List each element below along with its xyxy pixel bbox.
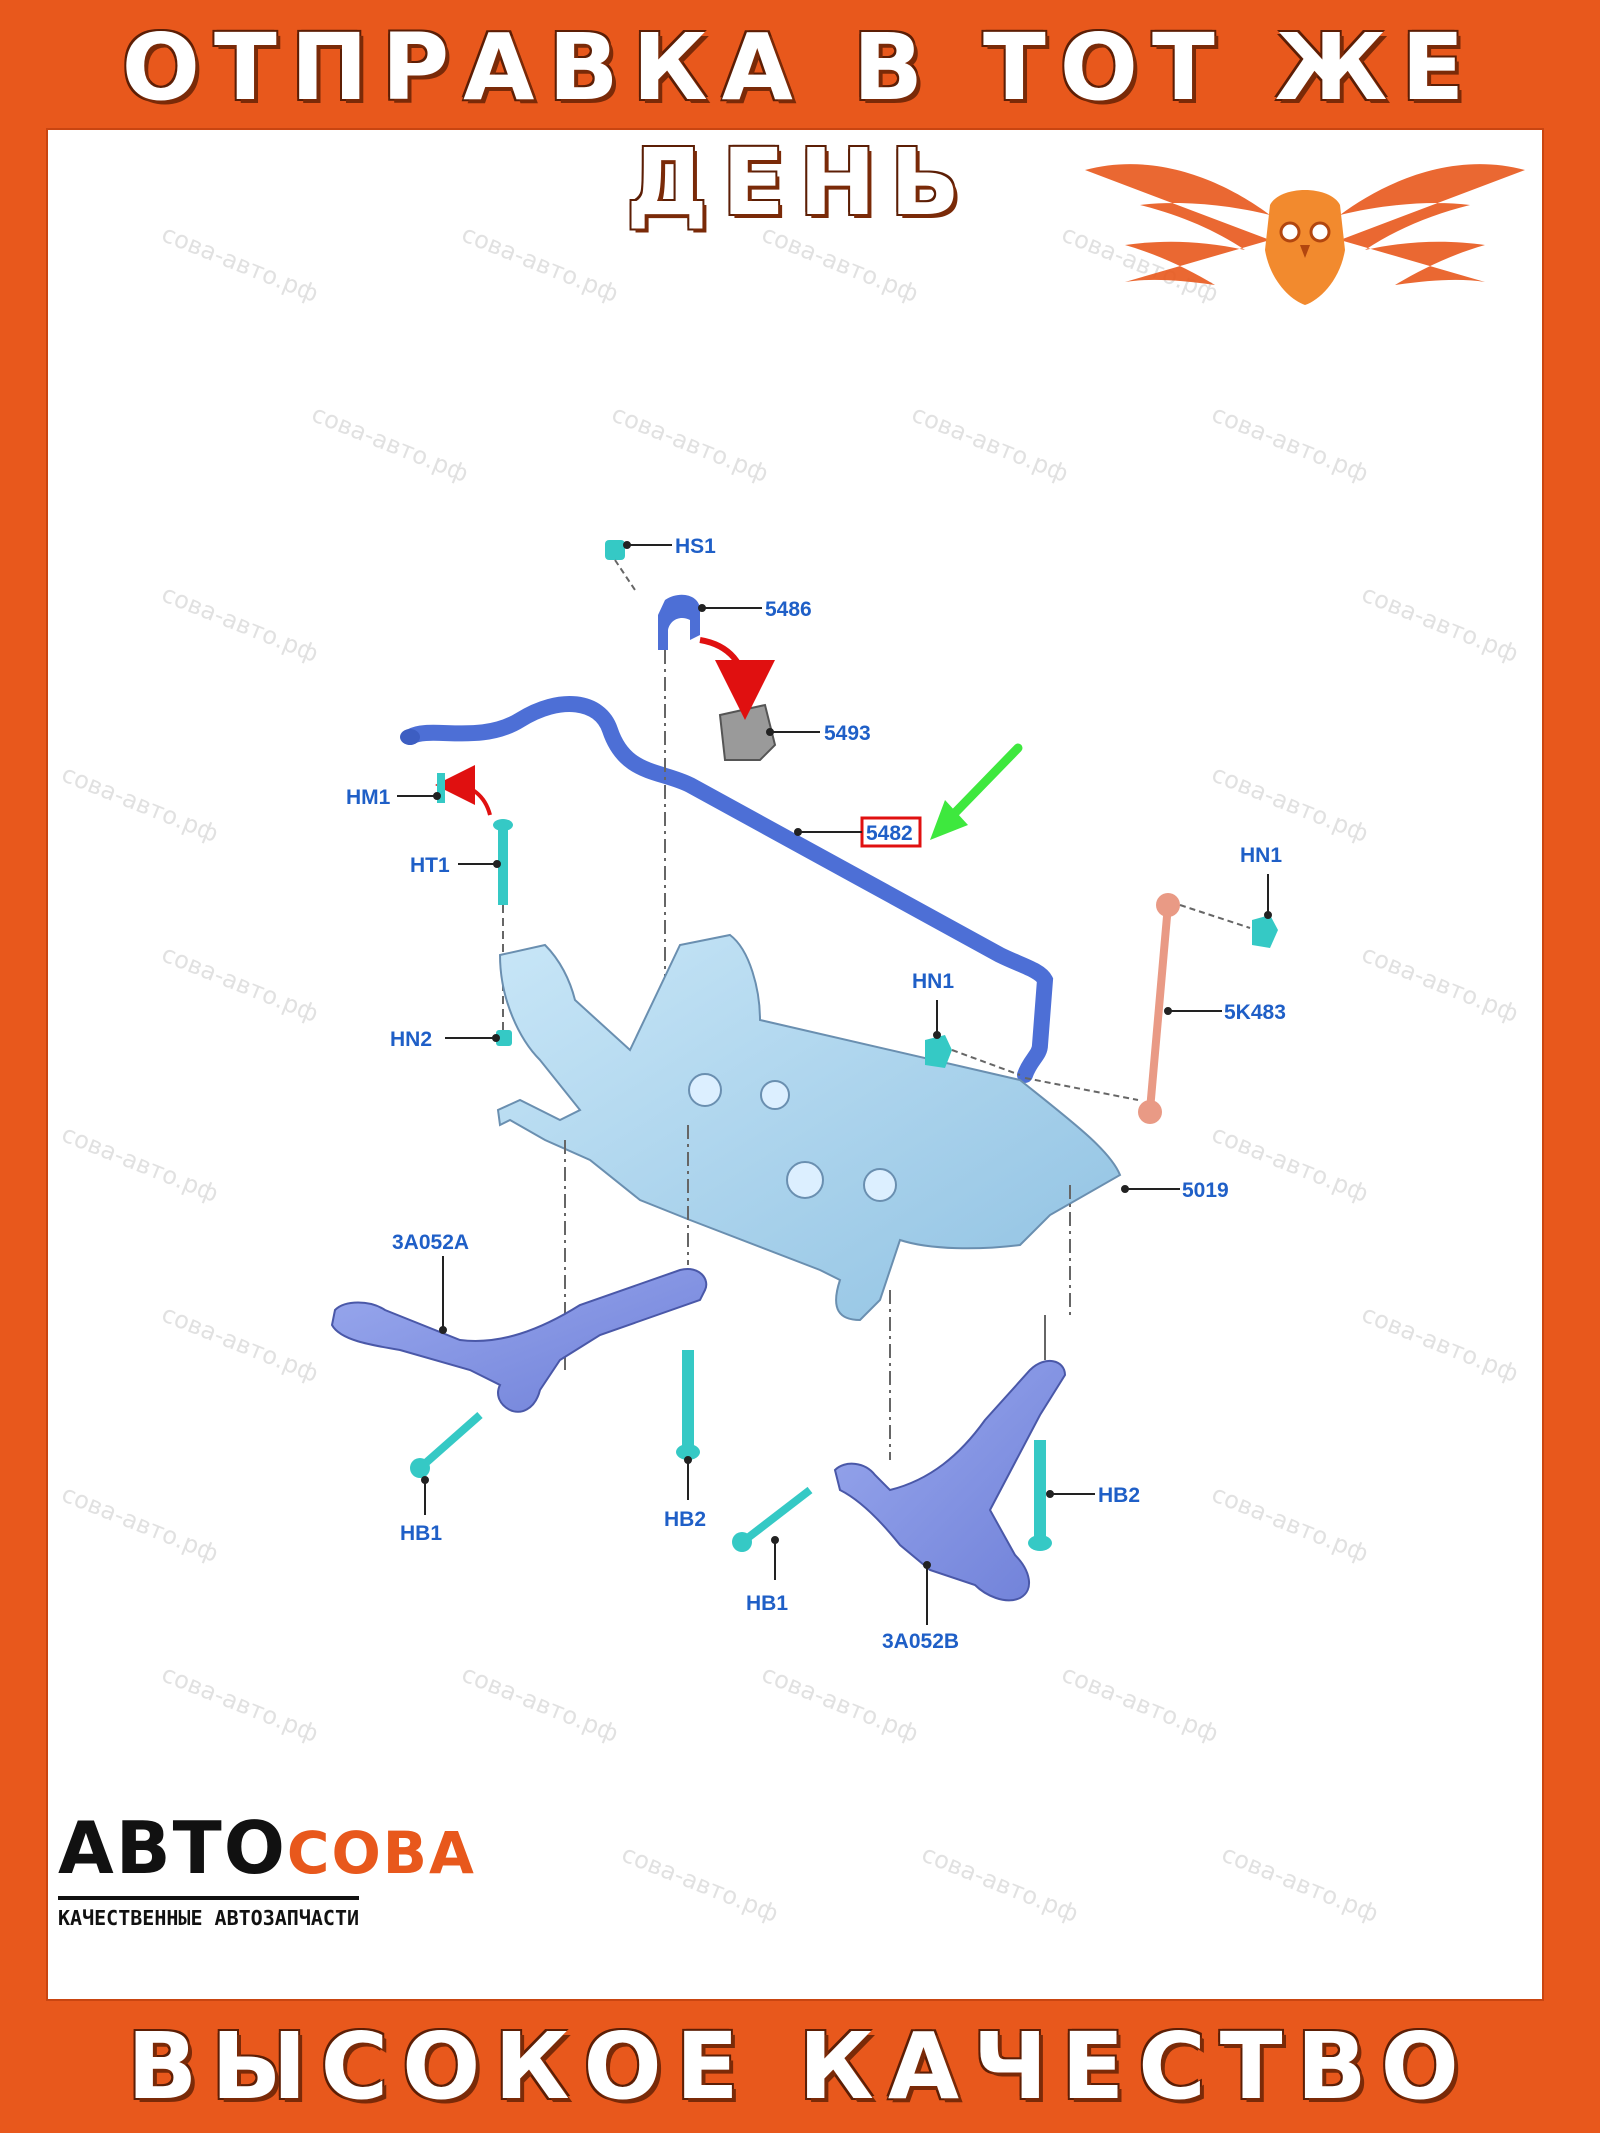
watermark: сова-авто.рф — [58, 1480, 223, 1568]
brand-logo: АВТОСОВА КАЧЕСТВЕННЫЕ АВТОЗАПЧАСТИ — [58, 1808, 474, 1978]
nut-hn1-mid — [925, 1035, 952, 1068]
lower-arm-3a052b — [833, 1360, 1067, 1602]
label-hb2-left: HB2 — [664, 1508, 706, 1531]
watermark: сова-авто.рф — [58, 1120, 223, 1208]
watermark: сова-авто.рф — [1358, 580, 1523, 668]
watermark: сова-авто.рф — [758, 1660, 923, 1748]
label-hb2-right: HB2 — [1098, 1484, 1140, 1507]
watermark: сова-авто.рф — [608, 400, 773, 488]
watermark: сова-авто.рф — [908, 400, 1073, 488]
watermark: сова-авто.рф — [918, 1840, 1083, 1928]
label-3a052b: 3A052B — [882, 1630, 959, 1653]
label-hn1-mid: HN1 — [912, 970, 954, 993]
watermark: сова-авто.рф — [1218, 1840, 1383, 1928]
label-3a052a: 3A052A — [392, 1231, 469, 1254]
watermark: сова-авто.рф — [1058, 1660, 1223, 1748]
bracket-5486 — [658, 594, 700, 650]
watermark: сова-авто.рф — [618, 1840, 783, 1928]
watermark: сова-авто.рф — [758, 220, 923, 308]
label-5019: 5019 — [1182, 1179, 1229, 1202]
watermark: сова-авто.рф — [158, 940, 323, 1028]
stabilizer-link-5k483 — [1146, 904, 1172, 1111]
watermark: сова-авто.рф — [1058, 220, 1223, 308]
bolt-hb2-right — [1034, 1440, 1046, 1540]
nut-hn2 — [496, 1030, 512, 1046]
green-pointer-arrow — [945, 743, 1023, 823]
top-banner: ОТПРАВКА В ТОТ ЖЕ ДЕНЬ — [121, 14, 1479, 236]
watermark: сова-авто.рф — [1208, 760, 1373, 848]
label-5486: 5486 — [765, 598, 812, 621]
brand-name: АВТОСОВА — [58, 1808, 476, 1893]
watermark: сова-авто.рф — [58, 760, 223, 848]
red-arrow-hm1 — [435, 765, 492, 816]
subframe-5019 — [496, 933, 1122, 1322]
watermark: сова-авто.рф — [1208, 1480, 1373, 1568]
watermark: сова-авто.рф — [458, 1660, 623, 1748]
nut-hn1-right — [1252, 915, 1278, 948]
watermark: сова-авто.рф — [1208, 1120, 1373, 1208]
watermark: сова-авто.рф — [1208, 400, 1373, 488]
label-hm1: HM1 — [346, 786, 391, 809]
bolt-ht1 — [498, 825, 508, 905]
watermark: сова-авто.рф — [158, 580, 323, 668]
stabilizer-bar — [402, 696, 1054, 1083]
bolt-hb2-left — [682, 1350, 694, 1450]
watermark: сова-авто.рф — [308, 400, 473, 488]
label-ht1: HT1 — [410, 854, 450, 877]
watermark: сова-авто.рф — [158, 1660, 323, 1748]
red-arrow-bushing — [699, 637, 775, 720]
bolt-hm1 — [437, 773, 445, 803]
label-5482: 5482 — [866, 822, 913, 845]
label-5493: 5493 — [824, 722, 871, 745]
brand-tagline: КАЧЕСТВЕННЫЕ АВТОЗАПЧАСТИ — [58, 1896, 360, 1930]
label-hn1-right: HN1 — [1240, 844, 1282, 867]
label-5k483: 5K483 — [1224, 1001, 1286, 1024]
watermark: сова-авто.рф — [158, 1300, 323, 1388]
bolt-hs1 — [605, 540, 625, 560]
label-hb1-mid: HB1 — [746, 1592, 788, 1615]
watermark: сова-авто.рф — [458, 220, 623, 308]
label-hn2: HN2 — [390, 1028, 432, 1051]
watermark: сова-авто.рф — [158, 220, 323, 308]
owl-wings-logo — [1085, 164, 1525, 305]
brand-name-part1: АВТО — [58, 1806, 287, 1890]
label-hs1: HS1 — [675, 535, 716, 558]
watermark: сова-авто.рф — [1358, 940, 1523, 1028]
lower-arm-3a052a — [330, 1268, 708, 1413]
brand-name-part2: СОВА — [286, 1819, 476, 1887]
bottom-banner: ВЫСОКОЕ КАЧЕСТВО — [127, 2013, 1473, 2120]
watermark: сова-авто.рф — [1358, 1300, 1523, 1388]
label-hb1-left: HB1 — [400, 1522, 442, 1545]
